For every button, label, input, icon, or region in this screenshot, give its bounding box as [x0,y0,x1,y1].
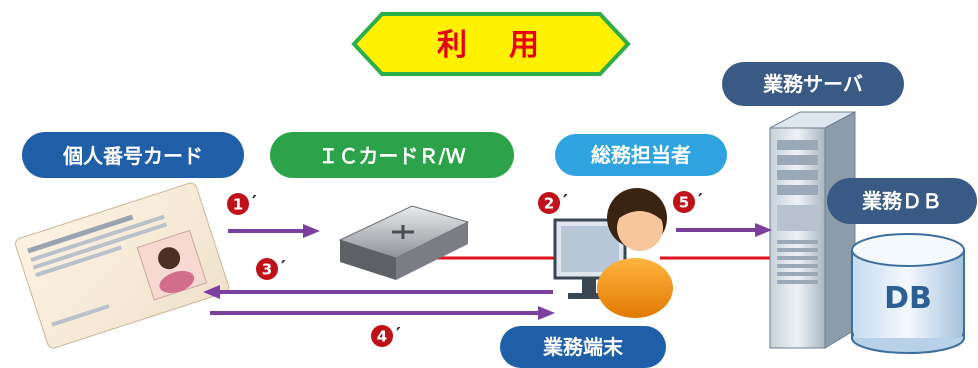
label-business-server: 業務サーバ [722,62,904,106]
step-prime: ′ [252,192,257,213]
label-my-number-card: 個人番号カード [22,132,244,178]
step-marker-1: 1 ′ [227,192,257,215]
label-business-db: 業務ＤＢ [827,178,977,224]
step-number: 1 [233,196,243,214]
step-marker-5: 5 ′ [673,190,703,213]
title-banner: 利 用 [351,12,631,76]
step-prime: ′ [698,190,703,211]
label-ic-card-rw: ＩＣカードＲ/Ｗ [270,132,514,178]
ic-card-reader-image [338,205,470,280]
step-number: 5 [679,194,689,212]
step-prime: ′ [281,257,286,278]
step-number: 4 [377,328,387,346]
step-number: 3 [262,261,272,279]
step-number: 2 [544,195,554,213]
business-server-image [769,111,856,349]
my-number-card-image [15,182,230,349]
label-text: 個人番号カード [62,144,203,168]
step-prime: ′ [396,324,401,345]
label-text: 業務端末 [543,335,624,359]
label-text: ＩＣカードＲ/Ｗ [318,144,465,168]
business-db-image: DB [851,233,965,354]
step-marker-3: 3 ′ [256,257,286,280]
arrow-step-1 [228,224,320,238]
label-text: 業務ＤＢ [862,189,942,213]
label-general-affairs-staff: 総務担当者 [555,134,727,176]
arrow-step-3 [203,285,553,299]
label-business-terminal: 業務端末 [500,326,666,368]
step-marker-2: 2 ′ [538,191,568,214]
label-text: 総務担当者 [591,143,691,167]
title-banner-shape [351,12,631,76]
step-marker-4: 4 ′ [371,324,401,347]
staff-terminal-image [553,188,673,318]
db-cylinder-label: DB [884,281,932,316]
arrow-step-4 [210,306,555,320]
title-text: 利 用 [437,28,545,63]
step-prime: ′ [563,191,568,212]
label-text: 業務サーバ [763,72,863,96]
arrow-step-5 [676,223,772,237]
